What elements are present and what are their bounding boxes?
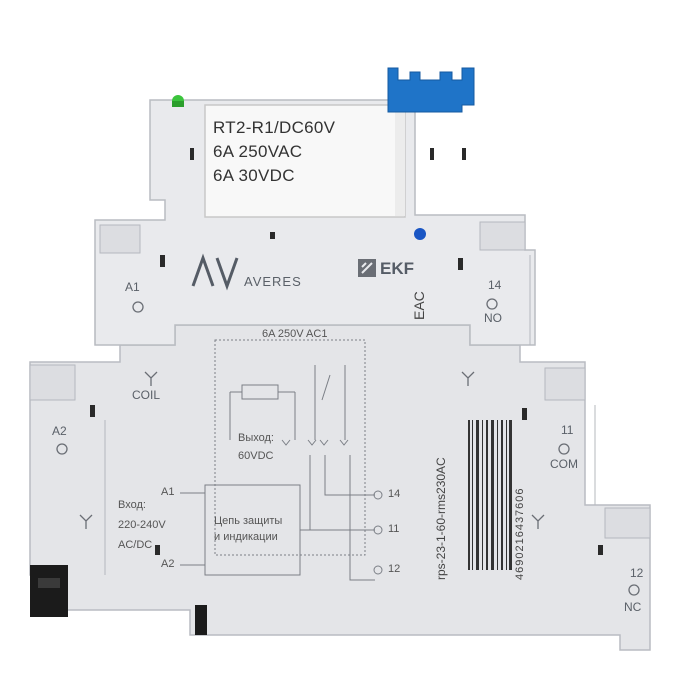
- diagram-14-dot: [373, 490, 383, 500]
- label-a1: A1: [125, 280, 140, 294]
- brand-name: AVERES: [244, 274, 302, 289]
- diagram-output-value: 60VDC: [238, 450, 274, 462]
- terminal-11-dot: [558, 443, 570, 455]
- relay-label-line2: 6A 250VAC: [213, 142, 303, 161]
- blue-clip-icon: [387, 67, 475, 113]
- diagram-frame: [214, 339, 366, 556]
- diagram-12-dot: [373, 565, 383, 575]
- diagram-input-label: Вход:: [118, 499, 146, 511]
- ekf-brand: EKF: [380, 259, 414, 278]
- terminal-a2-dot: [56, 443, 68, 455]
- barcode: [468, 420, 512, 570]
- label-no: NO: [484, 311, 502, 325]
- diagram-output-label: Выход:: [238, 432, 274, 444]
- black-clip-icon: [30, 565, 68, 617]
- diagram-protection-line1: Цепь защиты: [214, 515, 283, 527]
- diagram-a2: A2: [161, 558, 175, 570]
- blue-led-icon: [414, 228, 426, 240]
- relay-label-line3: 6A 30VDC: [213, 166, 295, 185]
- diagram-input-value: 220-240V: [118, 519, 166, 531]
- diagram-p12: 12: [388, 563, 401, 575]
- terminal-12-dot: [628, 584, 640, 596]
- diagram-11-dot: [373, 525, 383, 535]
- diagram-p14: 14: [388, 488, 401, 500]
- label-14: 14: [488, 278, 502, 292]
- label-12: 12: [630, 566, 644, 580]
- averes-logo-icon: [191, 253, 239, 291]
- label-11: 11: [561, 423, 574, 437]
- terminal-a1-dot: [132, 301, 144, 313]
- diagram-input-type: AC/DC: [118, 539, 153, 551]
- label-com: COM: [550, 457, 578, 471]
- diagram-a1: A1: [161, 486, 175, 498]
- barcode-number: 4690216437606: [514, 487, 526, 580]
- diagram-p11: 11: [388, 523, 400, 535]
- relay-label-line1: RT2-R1/DC60V: [213, 118, 336, 137]
- diagram-protection-line2: и индикации: [214, 531, 278, 543]
- label-coil: COIL: [132, 388, 161, 402]
- label-nc: NC: [624, 600, 642, 614]
- product-code: rps-23-1-60-rms230AC: [434, 457, 448, 580]
- label-a2: A2: [52, 424, 67, 438]
- diagram-rating: 6A 250V AC1: [262, 328, 328, 340]
- terminal-14-dot: [486, 298, 498, 310]
- eac-mark: EAC: [411, 291, 427, 320]
